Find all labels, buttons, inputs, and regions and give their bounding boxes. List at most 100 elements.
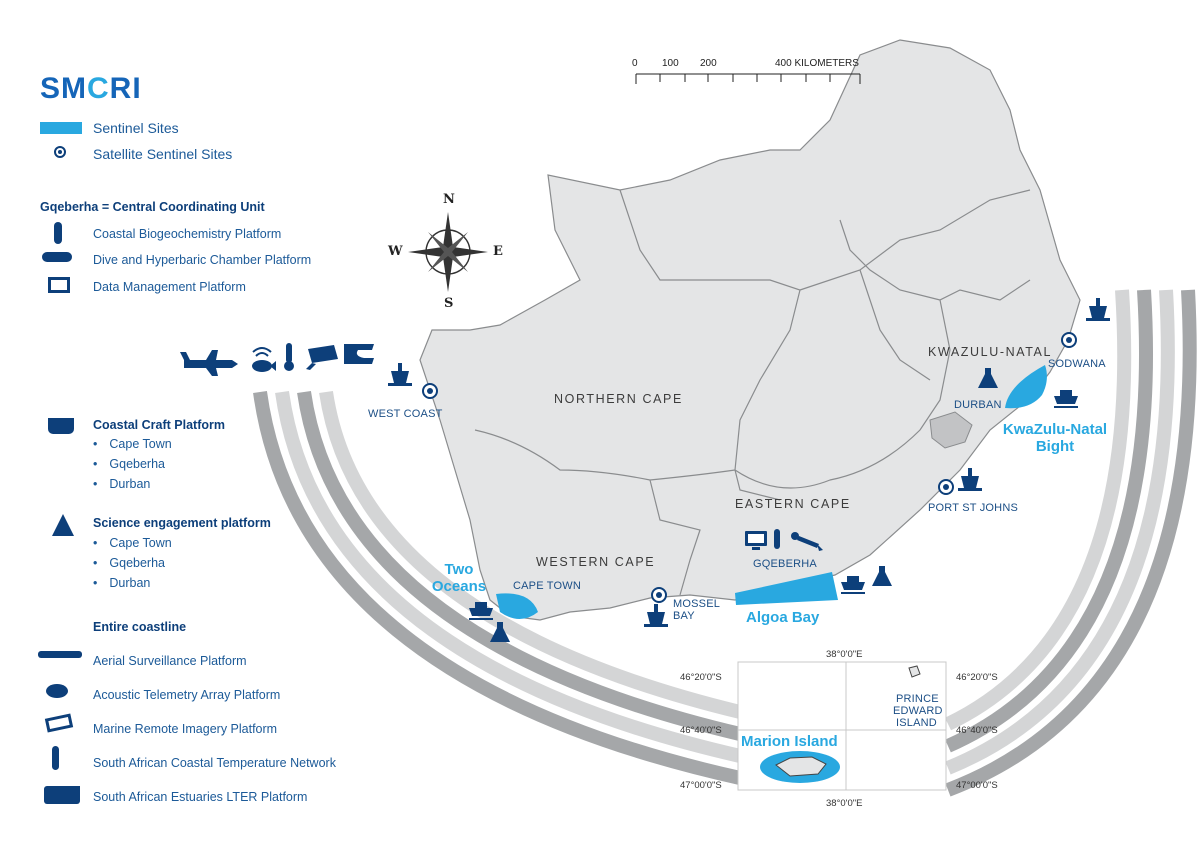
platform-dive: Dive and Hyperbaric Chamber Platform [93,253,312,267]
smcri-logo: SMCRI [40,72,142,106]
inset-lat-right-3: 47°00'0"S [956,780,998,791]
site-algoa-bay: Algoa Bay [746,609,820,626]
scale-bar [635,73,861,84]
site-kzn-bight: KwaZulu-Natal Bight [990,421,1120,455]
buoy-icon [644,604,668,627]
entire-coastline-heading: Entire coastline [93,620,187,634]
flask-icon [978,368,998,388]
logo-wave: C [87,72,110,105]
compass-e: E [493,244,503,259]
scale-label-0: 0 [632,58,638,69]
compass-n: N [443,192,455,207]
coastal-craft-item: Gqeberha [93,457,165,471]
inset-lon-bottom: 38°0'0"E [826,798,863,809]
platform-data-management: Data Management Platform [93,280,246,294]
platform-biogeochemistry: Coastal Biogeochemistry Platform [93,227,282,241]
estuary-icon [344,344,374,364]
thermometer-icon [284,343,294,371]
site-kzn-bight-line1: KwaZulu-Natal [1002,421,1108,438]
arc-5 [945,289,1197,797]
satellite-legend-label: Satellite Sentinel Sites [93,146,233,162]
test-tube-icon [54,222,62,244]
arc-8 [944,289,1132,731]
coastline-aerial: Aerial Surveillance Platform [93,654,247,668]
arc-1 [253,391,742,785]
province-eastern-cape: EASTERN CAPE [735,497,851,511]
logo-text-b: RI [109,72,142,105]
flask-icon [490,622,510,642]
plane-icon [38,651,82,658]
scale-label-400: 400 KILOMETERS [775,58,859,69]
science-item: Durban [93,576,150,590]
diver-icon [42,252,72,262]
plane-icon [180,350,238,376]
inset-lat-left-3: 47°00'0"S [680,780,722,791]
inset-map [737,661,947,791]
province-kwazulu-natal: KWAZULU-NATAL [928,345,1053,359]
fish-acoustic-icon [46,684,68,698]
flask-icon [872,566,892,586]
place-mossel-bay-1: MOSSEL [673,598,721,610]
place-prince-edward-3: ISLAND [896,717,937,729]
south-africa-map [419,39,1081,621]
estuary-icon [44,786,80,804]
coastline-arcs [253,289,1197,797]
data-management-icon [48,277,70,293]
marion-island [775,756,827,777]
fish-acoustic-icon [252,347,276,372]
remote-imagery-icon [306,345,338,370]
inset-lat-left-1: 46°20'0"S [680,672,722,683]
kzn-bight-site [1005,365,1047,409]
algoa-bay-site [735,572,838,605]
map-platform-icons [180,298,1110,642]
compass-s: S [444,296,454,311]
place-mossel-bay-2: BAY [673,610,695,622]
place-gqeberha: GQEBERHA [753,558,817,570]
test-tube-icon [774,529,780,549]
site-two-oceans: Two Oceans [424,561,494,595]
boat-icon [48,418,74,434]
science-item: Cape Town [93,536,171,550]
boat-icon [469,602,493,620]
place-cape-town: CAPE TOWN [513,580,582,592]
coastal-craft-heading: Coastal Craft Platform [93,418,225,432]
compass-w: W [388,244,403,259]
science-item: Gqeberha [93,556,165,570]
sentinel-swatch [40,122,82,134]
data-management-icon [745,531,767,550]
coastal-craft-item: Durban [93,477,150,491]
science-engagement-heading: Science engagement platform [93,516,271,530]
site-kzn-bight-line2: Bight [1035,438,1075,455]
prince-edward-island [908,665,921,678]
diver-icon [791,532,823,551]
province-western-cape: WESTERN CAPE [536,555,656,569]
buoy-icon [958,468,982,491]
place-west-coast: WEST COAST [368,408,443,420]
inset-lat-right-1: 46°20'0"S [956,672,998,683]
site-marion-island: Marion Island [741,733,838,750]
central-unit-heading: Gqeberha = Central Coordinating Unit [40,200,265,214]
boat-icon [1054,390,1078,408]
place-port-st-johns: PORT ST JOHNS [928,502,1019,514]
coastal-craft-item: Cape Town [93,437,171,451]
arc-6 [945,289,1175,775]
coastline-estuaries: South African Estuaries LTER Platform [93,790,308,804]
lesotho [929,411,973,449]
arc-2 [275,391,742,763]
thermometer-icon [52,746,59,770]
inset-lat-left-2: 46°40'0"S [680,725,722,736]
place-prince-edward-1: PRINCE [896,693,939,705]
scale-label-200: 200 [700,58,717,69]
flask-icon [52,514,74,536]
satellite-marker-icon [54,146,66,158]
province-northern-cape: NORTHERN CAPE [554,392,683,406]
inset-lat-right-2: 46°40'0"S [956,725,998,736]
site-two-oceans-line1: Two [444,561,474,578]
arc-7 [945,289,1153,753]
coastline-acoustic: Acoustic Telemetry Array Platform [93,688,281,702]
arc-4 [319,390,742,719]
inset-lon-top: 38°0'0"E [826,649,863,660]
compass-rose-icon [408,212,488,292]
province-borders [474,189,1031,596]
